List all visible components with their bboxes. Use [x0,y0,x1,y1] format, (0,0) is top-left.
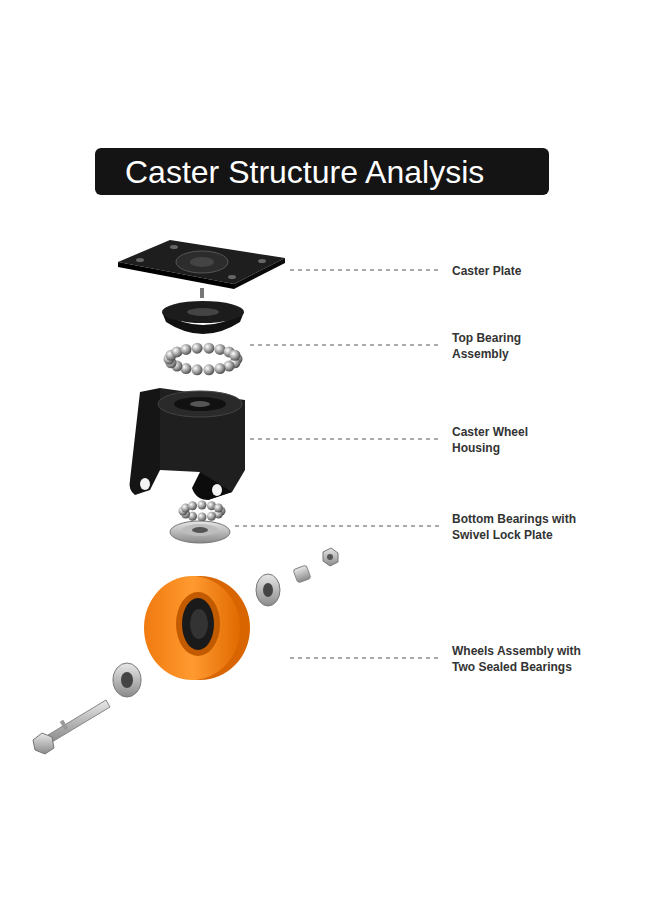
steel-ball [203,364,214,375]
steel-ball [188,501,197,510]
nut [323,548,338,566]
steel-ball [229,350,240,361]
part-label: Wheels Assembly with Two Sealed Bearings [452,643,602,675]
axle-bolt [33,700,110,754]
steel-ball [198,513,207,522]
steel-ball [207,512,216,521]
spacer [293,565,311,583]
part-label: Caster Wheel Housing [452,424,547,456]
steel-ball [203,343,214,354]
caster-plate [118,240,285,298]
diagram-title: Caster Structure Analysis [125,155,484,189]
orange-wheel [144,576,250,680]
part-label: Caster Plate [452,263,602,279]
sealed-bearing [113,663,141,697]
sealed-bearing [256,574,280,606]
swivel-lock-plate [170,521,230,543]
steel-ball [214,504,223,513]
caster-wheel-housing [130,388,245,500]
ball-ring [164,343,243,376]
leader-lines [235,270,440,658]
top-bearing-race [162,301,244,334]
ball-ring [179,501,226,522]
steel-ball [192,364,203,375]
title-banner: Caster Structure Analysis [95,148,549,195]
part-label: Bottom Bearings with Swivel Lock Plate [452,511,602,543]
steel-ball [215,363,226,374]
steel-ball [181,344,192,355]
part-label: Top Bearing Assembly [452,330,547,362]
steel-ball [192,343,203,354]
steel-ball [198,501,207,510]
